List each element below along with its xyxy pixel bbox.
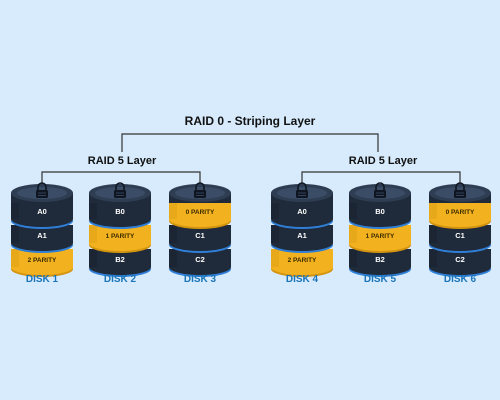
block-label: 1 PARITY (366, 233, 395, 240)
lock-icon (374, 182, 386, 198)
lock-body (374, 190, 386, 198)
block-label: 2 PARITY (288, 257, 317, 264)
lock-body (194, 190, 206, 198)
disk-label-4: DISK 4 (285, 274, 319, 285)
lock-shackle (37, 182, 47, 191)
lock-shackle (195, 182, 205, 191)
platter-shade (271, 201, 279, 219)
platter-bottom (271, 259, 333, 275)
platter-shade (89, 249, 97, 267)
platter-bottom (169, 211, 231, 227)
block-label: A0 (297, 207, 307, 216)
platter-bottom (89, 235, 151, 251)
platter-bottom (11, 235, 73, 251)
block-label: 0 PARITY (186, 209, 215, 216)
lock-icon (194, 182, 206, 198)
platter-bottom (349, 259, 411, 275)
block-label: C1 (195, 231, 205, 240)
block-label: 1 PARITY (106, 233, 135, 240)
platter-bottom (169, 235, 231, 251)
platter-bottom (429, 259, 491, 275)
disk-2: B2 1 PARITY B0 (89, 182, 151, 277)
platter-shade (169, 201, 177, 219)
block-label: A0 (37, 207, 47, 216)
disk-label-6: DISK 6 (443, 274, 477, 285)
disk-1: 2 PARITY A1 A0 (11, 182, 73, 277)
platter-shade (169, 225, 177, 243)
block-label: B0 (115, 207, 125, 216)
platter-bottom (169, 259, 231, 275)
raid0-title: RAID 0 - Striping Layer (184, 114, 316, 128)
lock-body (36, 190, 48, 198)
block-label: 0 PARITY (446, 209, 475, 216)
platter-bottom (89, 259, 151, 275)
platter-shade (429, 201, 437, 219)
connector-raid5-right (301, 171, 461, 184)
lock-body (296, 190, 308, 198)
block-label: B0 (375, 207, 385, 216)
lock-icon (36, 182, 48, 198)
block-label: C2 (195, 255, 205, 264)
platter-bottom (429, 211, 491, 227)
platter-shade (271, 225, 279, 243)
platter-shade (429, 225, 437, 243)
platter-shade (89, 225, 97, 243)
lock-shackle (115, 182, 125, 191)
platter-bottom (349, 235, 411, 251)
platter-bottom (11, 259, 73, 275)
platter-bottom (89, 211, 151, 227)
platter-shade (429, 249, 437, 267)
block-label: B2 (375, 255, 385, 264)
block-label: B2 (115, 255, 125, 264)
connector-raid5-left (41, 171, 201, 184)
lock-shackle (297, 182, 307, 191)
disk-5: B2 1 PARITY B0 (349, 182, 411, 277)
platter-bottom (349, 211, 411, 227)
disk-label-1: DISK 1 (25, 274, 59, 285)
platter-shade (169, 249, 177, 267)
platter-shade (349, 201, 357, 219)
lock-shackle (375, 182, 385, 191)
platter-shade (349, 249, 357, 267)
platter-bottom (11, 211, 73, 227)
block-label: A1 (37, 231, 47, 240)
platter-bottom (271, 211, 333, 227)
lock-body (114, 190, 126, 198)
lock-icon (114, 182, 126, 198)
platter-shade (11, 225, 19, 243)
block-label: C2 (455, 255, 465, 264)
disk-6: C2 C1 0 PARITY (429, 182, 491, 277)
connector-raid0 (121, 133, 379, 152)
disk-label-5: DISK 5 (363, 274, 397, 285)
lock-body (454, 190, 466, 198)
raid5-layer-label-left: RAID 5 Layer (87, 155, 157, 167)
platter-bottom (271, 235, 333, 251)
platter-shade (349, 225, 357, 243)
block-label: C1 (455, 231, 465, 240)
platter-shade (89, 201, 97, 219)
lock-icon (296, 182, 308, 198)
raid5-layer-label-right: RAID 5 Layer (348, 155, 418, 167)
disk-label-3: DISK 3 (183, 274, 217, 285)
block-label: A1 (297, 231, 307, 240)
lock-shackle (455, 182, 465, 191)
disk-3: C2 C1 0 PARITY (169, 182, 231, 277)
disk-4: 2 PARITY A1 A0 (271, 182, 333, 277)
platter-shade (11, 249, 19, 267)
platter-shade (271, 249, 279, 267)
platter-bottom (429, 235, 491, 251)
platter-shade (11, 201, 19, 219)
lock-icon (454, 182, 466, 198)
block-label: 2 PARITY (28, 257, 57, 264)
disk-label-2: DISK 2 (103, 274, 137, 285)
